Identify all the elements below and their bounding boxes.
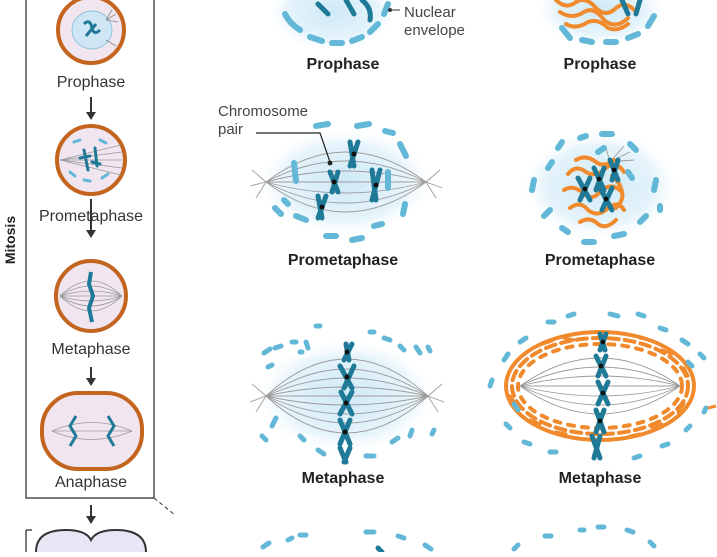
main-right-prometaphase-cell xyxy=(520,129,680,245)
main-right-prophase-cell xyxy=(535,0,667,46)
annotation-nuclear-envelope: Nuclear envelope xyxy=(404,4,465,39)
edge-fragment xyxy=(707,404,717,410)
main-right-metaphase-cell xyxy=(487,311,709,461)
mitosis-title: Mitosis xyxy=(2,215,19,265)
left-label-prometaphase: Prometaphase xyxy=(287,252,399,269)
main-left-prometaphase-cell xyxy=(249,121,443,243)
right-label-prometaphase: Prometaphase xyxy=(544,252,656,269)
annotation-chromosome-pair: Chromosome pair xyxy=(218,103,309,138)
left-label-prophase: Prophase xyxy=(306,56,380,73)
main-left-metaphase-cell xyxy=(249,323,445,465)
side-label-prophase: Prophase xyxy=(56,74,126,91)
left-label-metaphase: Metaphase xyxy=(301,470,385,487)
main-left-anaphase-partial xyxy=(260,529,434,555)
side-cell-prophase xyxy=(56,0,126,65)
right-label-metaphase: Metaphase xyxy=(558,470,642,487)
mitosis-panel-frame xyxy=(25,0,155,499)
side-label-anaphase: Anaphase xyxy=(54,474,128,491)
main-right-anaphase-partial xyxy=(511,524,657,552)
right-label-prophase: Prophase xyxy=(563,56,637,73)
side-label-prometaphase: Prometaphase xyxy=(38,208,144,225)
side-label-metaphase: Metaphase xyxy=(51,341,131,358)
side-cell-metaphase xyxy=(54,259,128,333)
side-cell-anaphase xyxy=(40,391,144,471)
main-left-prophase-cell xyxy=(267,0,399,52)
side-cell-prometaphase xyxy=(55,124,127,196)
side-cell-cytokinesis-partial xyxy=(25,528,147,553)
